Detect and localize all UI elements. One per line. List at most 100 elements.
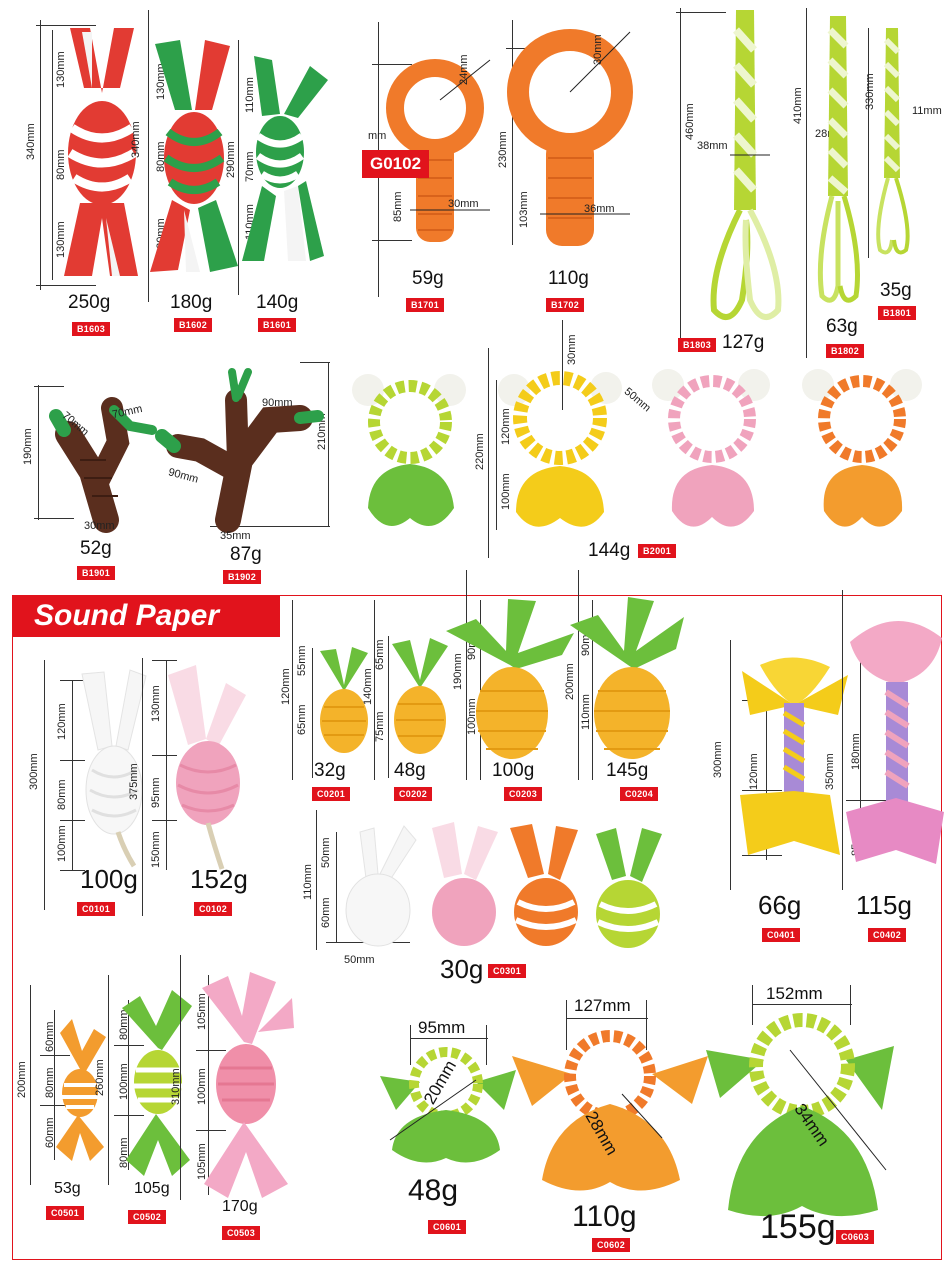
dim-width: 30mm xyxy=(448,198,479,210)
dim-height: 340mm xyxy=(25,123,37,160)
bunny-ball-toy-lime-image xyxy=(596,828,662,948)
dim-height: 290mm xyxy=(225,141,237,178)
product-code: C0203 xyxy=(504,787,543,801)
weight-label: 48g xyxy=(408,1174,459,1207)
bunny-ball-toy-orange-image xyxy=(510,824,578,946)
dim-height: 350mm xyxy=(824,753,836,790)
product-code: C0501 xyxy=(46,1206,85,1220)
dim-top: 65mm xyxy=(374,639,386,670)
product-code: B1803 xyxy=(678,338,717,352)
bow-candy-toy-pink-image xyxy=(202,972,294,1198)
product-code: B1701 xyxy=(406,298,445,312)
dim-height: 200mm xyxy=(16,1061,28,1098)
dim-width: 11mm xyxy=(912,105,942,117)
product-code: C0602 xyxy=(592,1238,631,1252)
dim-width: 38mm xyxy=(697,140,728,152)
weight-label: 66g xyxy=(758,890,802,920)
dim-top: 50mm xyxy=(320,837,332,868)
dim-top: 90mm xyxy=(262,397,293,409)
bunny-ring-toy-pink-image xyxy=(652,369,770,527)
weight-label: 32g xyxy=(314,760,346,781)
bow-stick-toy-pink-image xyxy=(846,620,944,864)
weight-label: 127g xyxy=(722,332,765,353)
pineapple-toy-image xyxy=(392,638,448,754)
candy-rope-toy-image xyxy=(242,56,328,261)
weight-label: 170g xyxy=(222,1198,258,1215)
twisted-rope-toy-image xyxy=(710,10,782,320)
product-code: C0102 xyxy=(194,902,233,916)
dim-ring: 24mm xyxy=(458,54,470,85)
product-code: B1801 xyxy=(878,306,917,320)
dim-height: 140mm xyxy=(362,668,374,705)
branch-rope-toy-image xyxy=(155,368,324,533)
dim-mid: 80mm xyxy=(56,779,68,810)
product-code: C0503 xyxy=(222,1226,261,1240)
sound-paper-section xyxy=(12,595,942,1260)
dim-top: 120mm xyxy=(56,703,68,740)
product-code: B1602 xyxy=(174,318,213,332)
bunny-ring-toy-orange-image xyxy=(802,369,922,527)
dim-width: 30mm xyxy=(84,520,115,532)
dim-width: 152mm xyxy=(766,984,823,1003)
dim-width: 50mm xyxy=(344,954,375,966)
product-code: C0502 xyxy=(128,1210,167,1224)
weight-label: 140g xyxy=(256,292,299,313)
weight-label: 152g xyxy=(190,864,248,894)
dim-height: 460mm xyxy=(684,103,696,140)
product-code: B1603 xyxy=(72,322,111,336)
dim-width: 127mm xyxy=(574,996,631,1015)
ring-handle-toy-image xyxy=(507,29,633,246)
dim-width: 95mm xyxy=(418,1018,466,1037)
weight-label: 87g xyxy=(230,544,262,565)
product-code: B1902 xyxy=(223,570,262,584)
dim-ring: 30mm xyxy=(592,34,604,65)
product-code: B1901 xyxy=(77,566,116,580)
weight-label: 53g xyxy=(54,1180,81,1197)
product-code: B1601 xyxy=(258,318,297,332)
weight-label: 145g xyxy=(606,760,649,781)
weight-label: 63g xyxy=(826,316,858,337)
dim-height: 375mm xyxy=(128,763,140,800)
section-title: Sound Paper xyxy=(12,595,280,637)
weight-label: 59g xyxy=(412,268,444,289)
dim-bottom: 100mm xyxy=(56,825,68,862)
product-code: C0202 xyxy=(394,787,433,801)
dim-width: 36mm xyxy=(584,203,615,215)
product-code: C0301 xyxy=(488,964,527,978)
product-code: C0101 xyxy=(77,902,116,916)
dim-height: 190mm xyxy=(22,428,34,465)
bunny-ball-toy-white-image xyxy=(345,825,417,947)
weight-label: 110g xyxy=(548,268,589,289)
dim-height: 260mm xyxy=(94,1059,106,1096)
pineapple-toy-image xyxy=(570,597,684,759)
twisted-rope-toy-image xyxy=(817,16,860,303)
weight-label: 48g xyxy=(394,760,426,781)
weight-label: 35g xyxy=(880,280,912,301)
bunny-ring-toy-large-image xyxy=(706,1013,894,1217)
pineapple-toy-image xyxy=(320,647,368,753)
product-code: C0603 xyxy=(836,1230,875,1244)
candy-rope-toy-image xyxy=(64,28,138,276)
pink-bunny-toy-image xyxy=(168,665,246,870)
weight-label: 110g xyxy=(572,1200,637,1233)
g-badge: G0102 xyxy=(362,150,430,178)
bow-candy-toy-green-image xyxy=(122,990,192,1176)
product-code: C0401 xyxy=(762,928,801,942)
dim-height: 110mm xyxy=(302,864,314,900)
dim-bottom: 60mm xyxy=(320,897,332,928)
weight-label: 30g xyxy=(440,954,484,984)
weight-label: 105g xyxy=(134,1180,170,1197)
weight-label: 115g xyxy=(856,890,912,920)
twisted-rope-toy-image xyxy=(876,28,910,255)
bow-candy-toy-orange-image xyxy=(56,1019,106,1161)
product-code: C0201 xyxy=(312,787,351,801)
pineapple-toy-image xyxy=(446,599,574,759)
product-code: C0204 xyxy=(620,787,659,801)
weight-label: 250g xyxy=(68,292,111,313)
bow-stick-toy-yellow-image xyxy=(740,657,848,855)
weight-label: 144g xyxy=(588,540,631,561)
bunny-ring-toy-yellow-image xyxy=(498,371,622,527)
product-code: C0601 xyxy=(428,1220,467,1234)
branch-rope-toy-image xyxy=(49,397,157,533)
product-code: B1802 xyxy=(826,344,865,358)
